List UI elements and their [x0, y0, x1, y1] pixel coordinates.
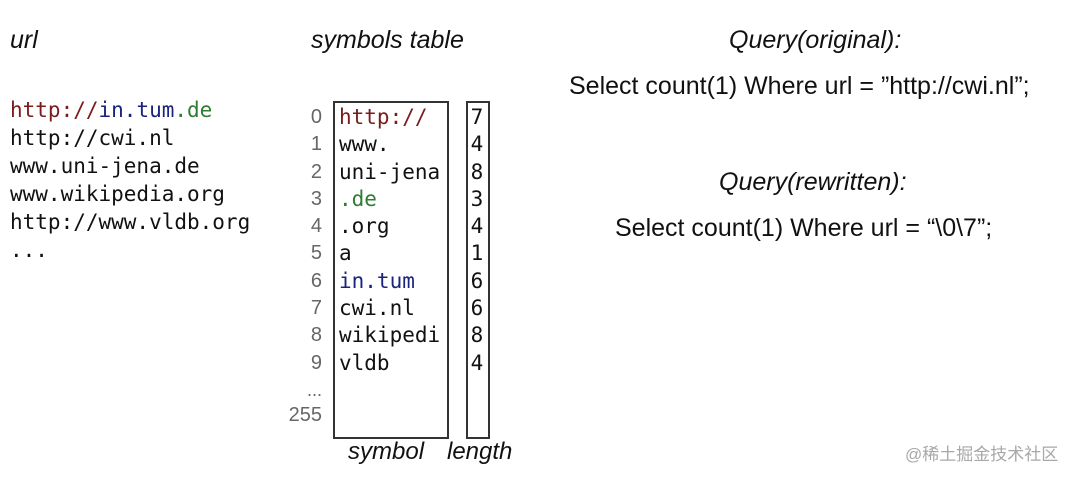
- symbol-entry: www.: [339, 132, 390, 157]
- symbol-length: 8: [470, 323, 484, 348]
- symbol-entry: vldb: [339, 350, 390, 375]
- symbol-length: 4: [470, 132, 484, 157]
- symbol-index: 5: [310, 242, 322, 265]
- url-item: http://in.tum.de: [10, 96, 250, 124]
- symbol-length: 4: [470, 350, 484, 375]
- symbol-index: 7: [310, 297, 322, 320]
- symbol-index: 8: [310, 324, 322, 347]
- url-middle: in.tum: [98, 98, 175, 122]
- symbols-table-heading: symbols table: [311, 26, 464, 54]
- url-ellipsis: ...: [10, 238, 48, 262]
- symbol-entry: .de: [339, 186, 377, 211]
- url-item: www.uni-jena.de: [10, 154, 200, 178]
- query-rewritten-heading: Query(rewritten):: [719, 168, 907, 196]
- symbol-entry: a: [339, 241, 352, 266]
- symbol-length: 7: [470, 105, 484, 129]
- symbol-index: 0: [310, 106, 322, 128]
- symbol-length: 6: [470, 296, 484, 321]
- url-suffix: .de: [174, 98, 213, 122]
- symbol-index: 9: [310, 351, 322, 374]
- symbol-index: 2: [310, 160, 322, 183]
- query-rewritten-text: Select count(1) Where url = “\0\7”;: [615, 214, 993, 242]
- symbol-column-box: [333, 101, 449, 439]
- symbol-length: 6: [470, 268, 484, 293]
- index-ellipsis: ...: [306, 380, 322, 400]
- url-item: www.wikipedia.org: [10, 182, 225, 206]
- symbol-entry: .org: [339, 214, 390, 239]
- symbol-entry: http://: [339, 105, 428, 129]
- url-list: http://in.tum.de http://cwi.nl www.uni-j…: [10, 96, 250, 264]
- symbol-entry: cwi.nl: [339, 296, 415, 321]
- watermark: @稀土掘金技术社区: [905, 445, 1059, 464]
- symbol-length: 4: [470, 214, 484, 239]
- symbol-index: 4: [310, 215, 322, 238]
- symbol-length: 3: [470, 186, 484, 211]
- symbol-entry: in.tum: [339, 268, 415, 293]
- symbol-entry: wikipedi: [339, 323, 441, 348]
- symbol-length: 1: [470, 241, 484, 266]
- symbol-length: 8: [470, 159, 484, 184]
- index-last: 255: [288, 404, 322, 426]
- query-original-heading: Query(original):: [729, 26, 902, 54]
- query-original-text: Select count(1) Where url = ”http://cwi.…: [569, 72, 1030, 100]
- index-column: 0 1 2 3 4 5 6 7 8 9: [272, 104, 322, 377]
- symbol-index: 1: [310, 133, 322, 156]
- length-label: length: [447, 438, 513, 465]
- length-column-box: [466, 101, 490, 439]
- url-prefix: http://: [10, 98, 99, 122]
- symbol-index: 3: [310, 187, 322, 210]
- symbol-label: symbol: [348, 438, 425, 465]
- symbol-index: 6: [310, 269, 322, 292]
- url-item: http://www.vldb.org: [10, 210, 251, 234]
- symbol-entry: uni-jena: [339, 159, 441, 184]
- url-item: http://cwi.nl: [10, 126, 175, 150]
- url-heading: url: [10, 26, 38, 54]
